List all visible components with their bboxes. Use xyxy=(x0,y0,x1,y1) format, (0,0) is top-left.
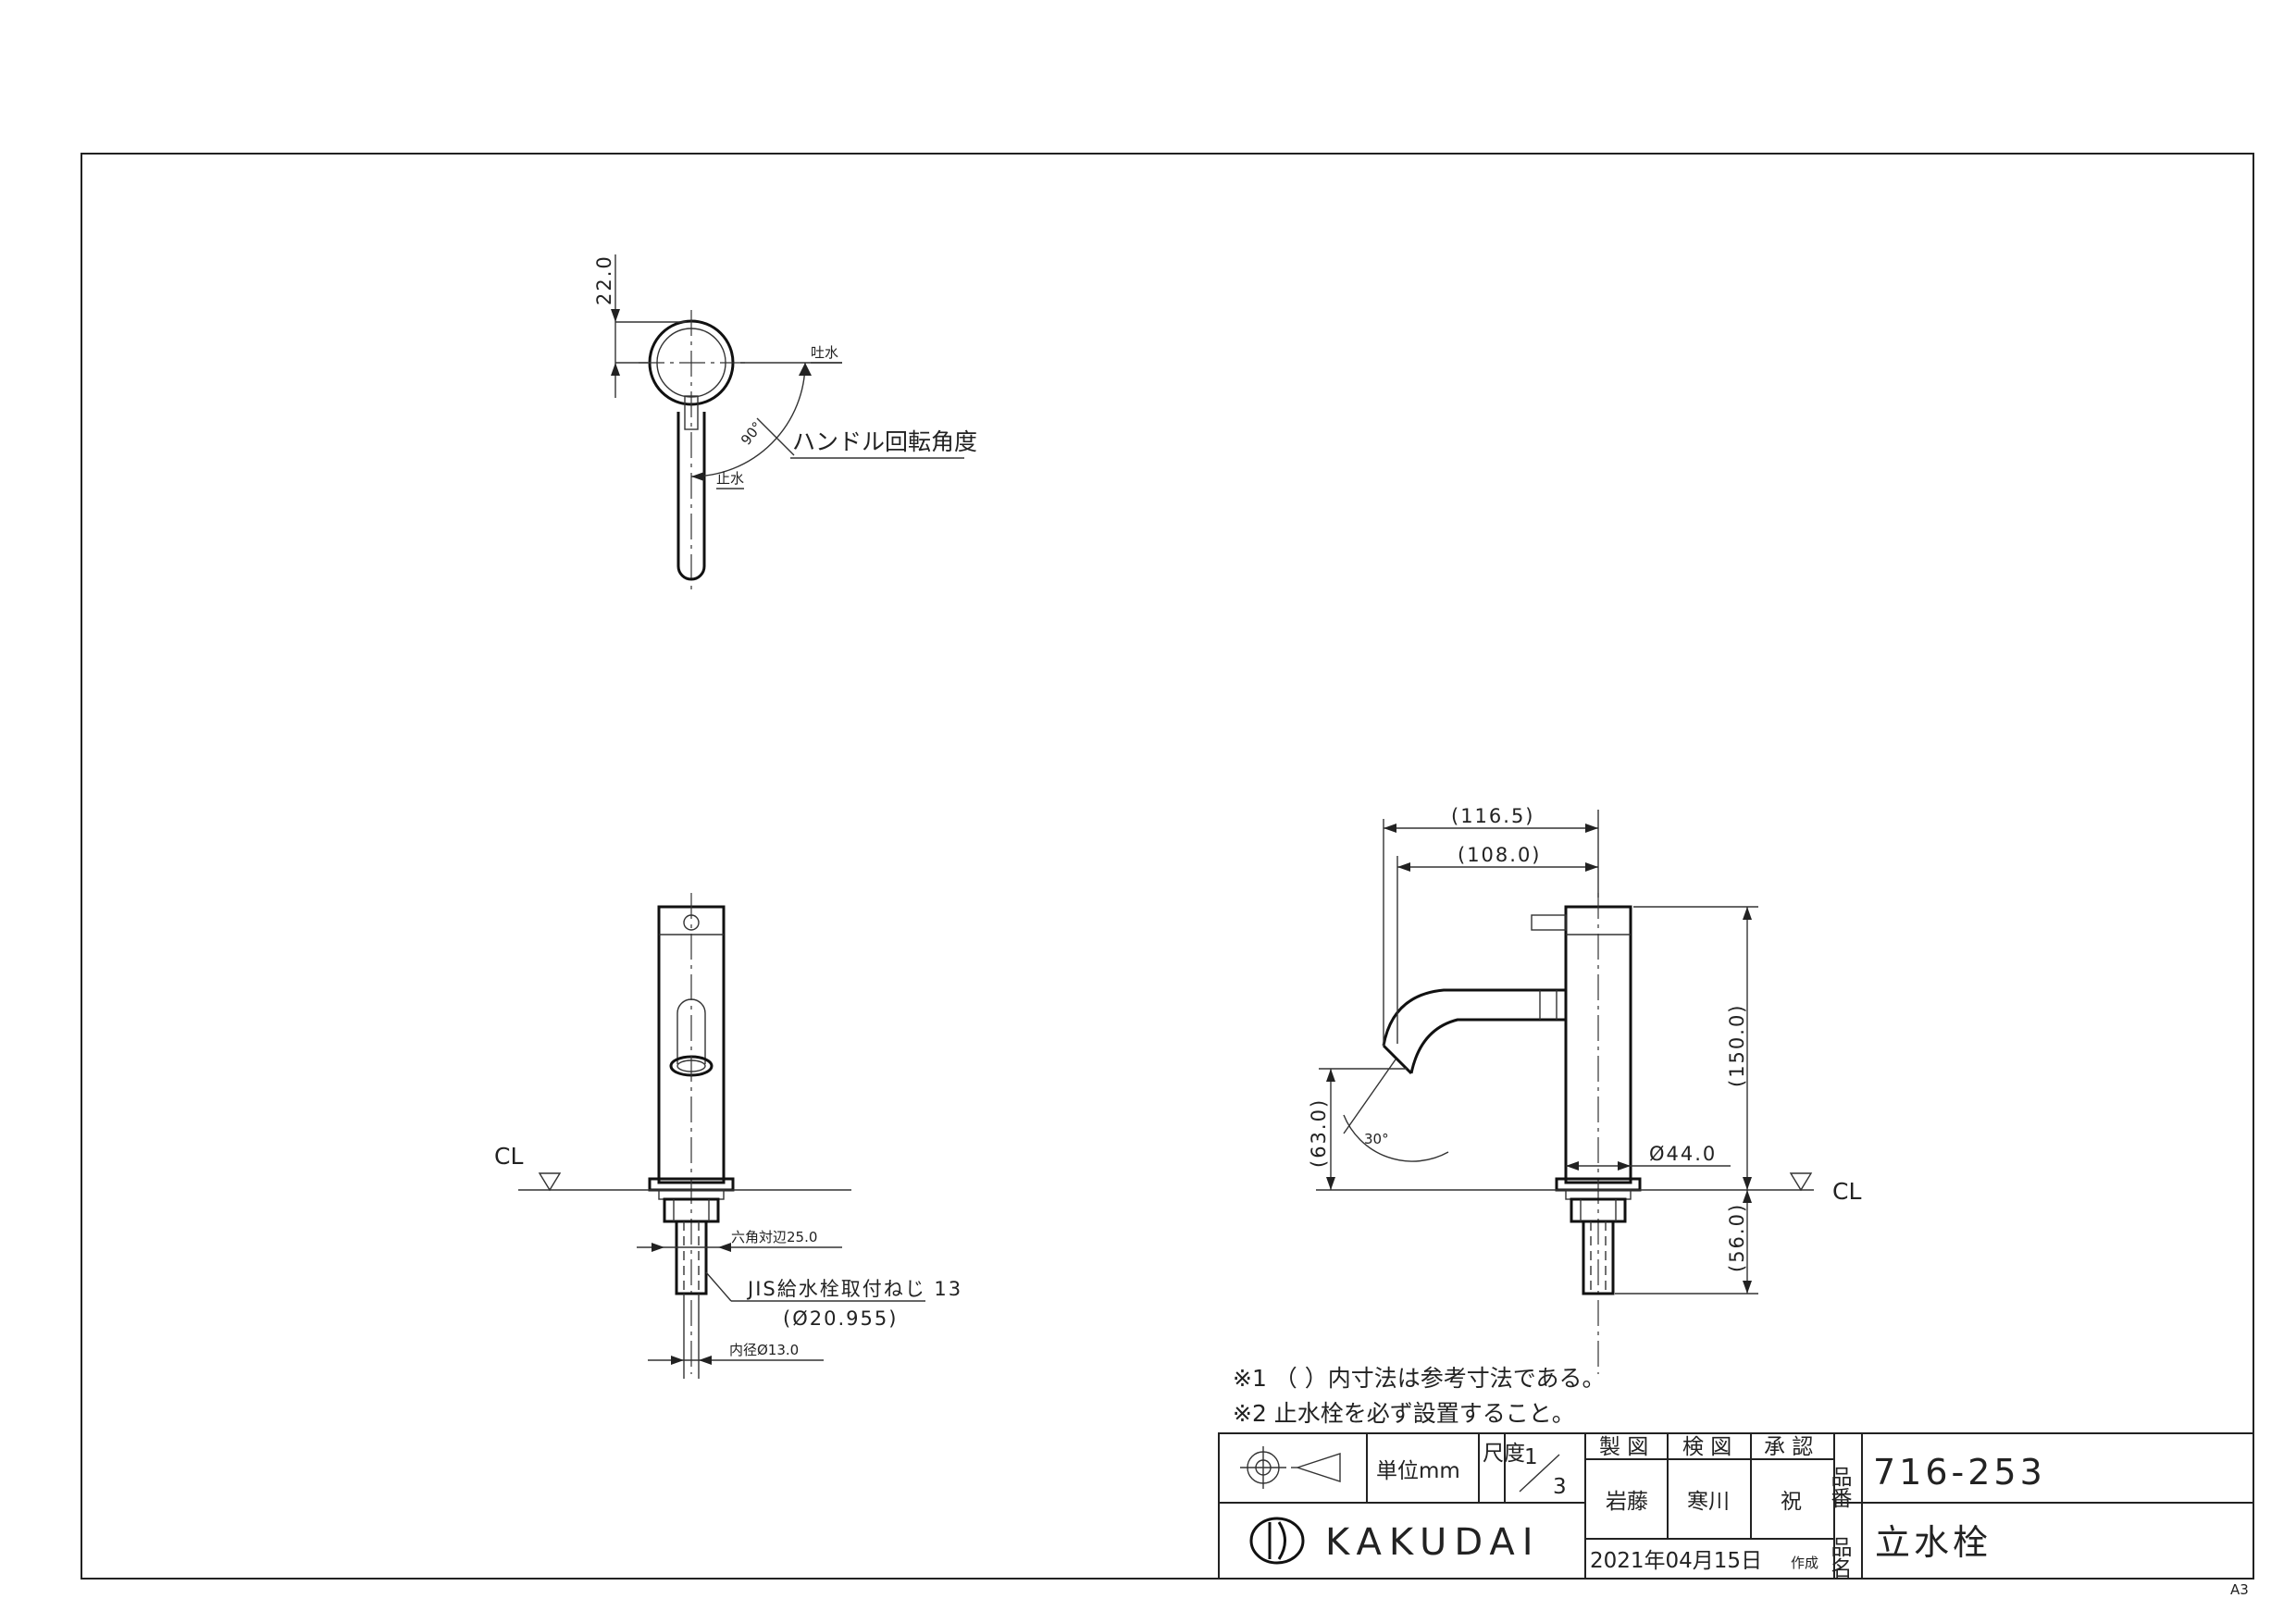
handle-lever xyxy=(676,412,706,581)
scale-numerator: 1 xyxy=(1524,1445,1538,1469)
note-2: ※2 止水栓を必ず設置すること。 xyxy=(1233,1400,1575,1427)
company-name: KAKUDAI xyxy=(1325,1521,1541,1564)
dim-150-0: (150.0) xyxy=(1726,1003,1748,1087)
dim-56-0: (56.0) xyxy=(1726,1203,1748,1272)
part-no-label: 品番 xyxy=(1827,1466,1853,1508)
label-thread-dia: (Ø20.955) xyxy=(783,1307,898,1330)
note-1: ※1 （ ）内寸法は参考寸法である。 xyxy=(1233,1365,1606,1392)
label-inner: 内径Ø13.0 xyxy=(729,1342,799,1358)
scale-label: 尺度 xyxy=(1483,1442,1525,1466)
side-view: CL (116.5) (108.0) (150.0) (56.0) (63.0) xyxy=(1308,805,1861,1374)
dim-diameter-44: Ø44.0 xyxy=(1649,1143,1717,1165)
side-spout xyxy=(1382,988,1566,1047)
front-view: CL 六角対辺25.0 JIS給水栓取付ねじ 13 (Ø20.955) 内径Ø1… xyxy=(494,893,962,1379)
part-number: 716-253 xyxy=(1873,1452,2046,1493)
label-30: 30° xyxy=(1364,1131,1389,1147)
svg-text:尺度: 尺度 xyxy=(1483,1442,1525,1466)
label-handle-rotation: ハンドル回転角度 xyxy=(792,428,977,455)
date-suffix: 作成 xyxy=(1791,1555,1818,1571)
label-stop: 止水 xyxy=(716,470,744,487)
label-thread: JIS給水栓取付ねじ 13 xyxy=(746,1278,962,1300)
drawing-date: 2021年04月15日 xyxy=(1590,1549,1762,1573)
side-label-cl: CL xyxy=(1832,1178,1861,1205)
label-spout: 吐水 xyxy=(811,344,838,361)
approved-by: 祝 xyxy=(1781,1490,1802,1514)
projection-symbol-icon xyxy=(1240,1446,1341,1489)
label-hex: 六角対辺25.0 xyxy=(731,1229,817,1245)
front-thread-pipe xyxy=(675,1220,708,1295)
front-label-cl: CL xyxy=(494,1143,523,1170)
rotation-arc xyxy=(690,362,806,477)
side-thread-pipe xyxy=(1582,1220,1615,1295)
top-view: 22.0 吐水 90° ハンドル回転角度 止水 xyxy=(593,254,977,592)
dim-63-0: (63.0) xyxy=(1308,1098,1330,1168)
top-view-dim-22: 22.0 xyxy=(593,254,615,305)
drawn-header: 製 図 xyxy=(1599,1435,1648,1459)
side-angle-arc xyxy=(1343,1114,1449,1162)
handle-stem xyxy=(684,395,699,430)
drawing-frame xyxy=(81,153,2254,1580)
dim-108-0: (108.0) xyxy=(1458,844,1542,866)
scale-denominator: 3 xyxy=(1553,1475,1567,1499)
title-block: 単位mm 尺度 1 3 製 図 検 図 承 認 岩藤 寒川 祝 2021年04月… xyxy=(1218,1432,2254,1580)
drawn-by: 岩藤 xyxy=(1606,1490,1648,1514)
part-name-label: 品名 xyxy=(1827,1536,1852,1579)
dim-116-5: (116.5) xyxy=(1451,805,1535,827)
paper-size-label: A3 xyxy=(2230,1581,2249,1598)
checked-by: 寒川 xyxy=(1687,1490,1730,1514)
kakudai-logo-icon xyxy=(1249,1517,1305,1565)
approved-header: 承 認 xyxy=(1764,1435,1813,1459)
part-name: 立水栓 xyxy=(1875,1522,1992,1563)
unit-label: 単位mm xyxy=(1376,1459,1460,1483)
side-handle-stub xyxy=(1531,914,1567,931)
checked-header: 検 図 xyxy=(1682,1435,1731,1459)
